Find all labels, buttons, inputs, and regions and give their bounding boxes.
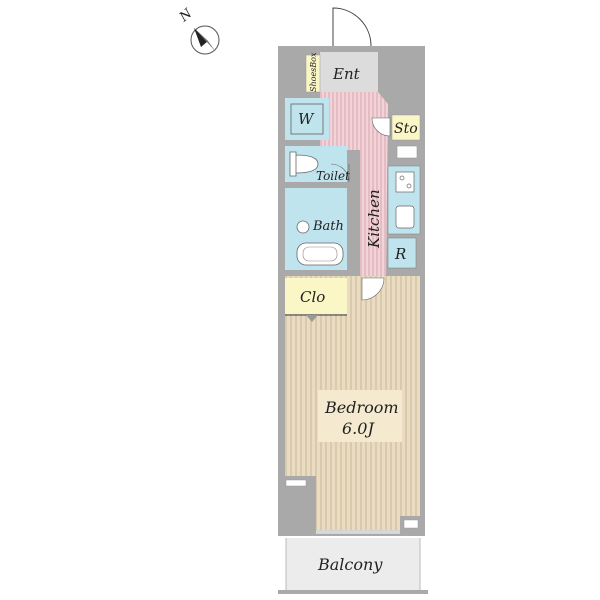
refrigerator-space: [387, 237, 417, 269]
sink-icon: [395, 205, 415, 229]
bedroom-label-box: [318, 390, 402, 442]
storage-area: [391, 114, 421, 141]
kitchen-floor: [320, 92, 388, 276]
label-bath: Bath: [312, 219, 344, 234]
label-closet: Clo: [300, 288, 325, 306]
label-shoes-box: ShoesBox: [309, 52, 318, 92]
entrance-area: [320, 52, 378, 92]
stove-icon: [395, 171, 415, 193]
entry-door: [332, 7, 372, 47]
compass: N: [176, 6, 220, 55]
toilet-bowl-icon: [289, 151, 319, 177]
washbasin-icon: [296, 220, 310, 234]
label-bedroom: Bedroom: [324, 398, 399, 417]
label-kitchen: Kitchen: [365, 189, 383, 249]
closet-area: [285, 278, 347, 314]
north-arrow-icon: [194, 28, 208, 47]
washer-area: [285, 98, 329, 140]
balcony-area: [286, 538, 420, 590]
label-washer: W: [298, 110, 315, 128]
label-refrigerator: R: [394, 245, 406, 263]
compass-letter: N: [176, 6, 196, 26]
label-entrance: Ent: [332, 65, 361, 83]
bathtub-icon: [296, 242, 344, 266]
label-bedroom-size: 6.0J: [342, 419, 375, 438]
label-balcony: Balcony: [317, 555, 383, 574]
shoes-box: [305, 54, 321, 93]
label-storage: Sto: [394, 121, 418, 137]
label-toilet: Toilet: [316, 169, 350, 183]
